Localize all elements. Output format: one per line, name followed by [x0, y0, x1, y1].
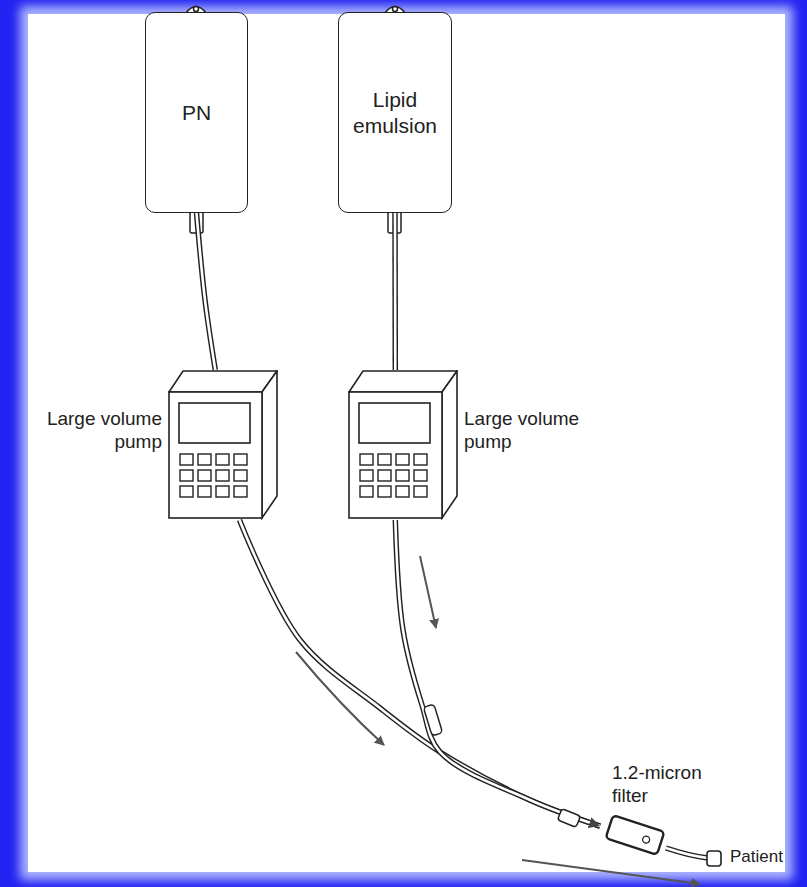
tube-connector — [423, 704, 442, 736]
infusion-bag: Lipid emulsion — [338, 12, 452, 213]
infusion-bag: PN — [145, 12, 248, 213]
bag-port — [190, 212, 401, 233]
pump-label: Large volume pump — [40, 408, 162, 454]
patient-label: Patient — [730, 847, 783, 867]
filter-label: 1.2-micron filter — [612, 762, 730, 808]
bag-label: Lipid emulsion — [339, 87, 451, 137]
filter-body — [600, 812, 670, 856]
bag-label: PN — [178, 100, 215, 125]
iv-tubing — [197, 213, 216, 370]
inline-filter: 1.2-micron filter — [600, 812, 670, 856]
pump-label: Large volume pump — [464, 408, 586, 454]
pump-body — [348, 370, 458, 520]
patient-line — [666, 848, 708, 858]
infusion-pump: Large volume pump — [348, 370, 458, 520]
iv-tubing — [395, 520, 600, 826]
iv-tubing — [395, 213, 396, 370]
infusion-pump: Large volume pump — [168, 370, 278, 520]
flow-arrow — [296, 556, 700, 884]
patient-line — [666, 848, 708, 858]
pump-body — [168, 370, 278, 520]
patient-connector — [707, 851, 721, 866]
iv-tubing — [240, 520, 601, 826]
tube-connector — [557, 809, 580, 828]
